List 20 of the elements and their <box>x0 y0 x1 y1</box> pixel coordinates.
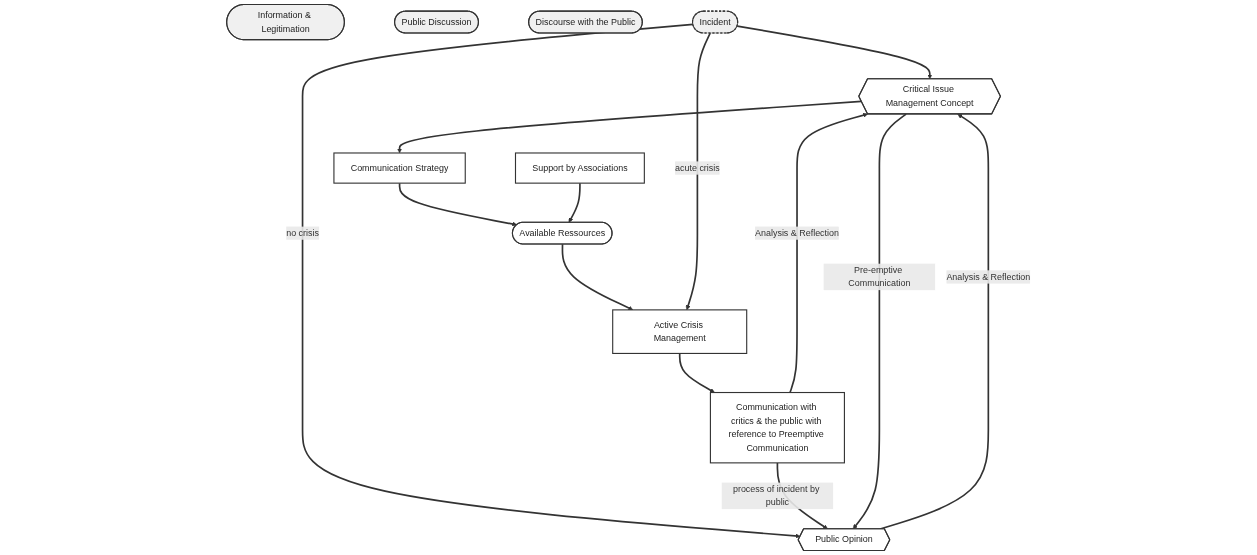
edge-label: Analysis & Reflection <box>946 271 1031 282</box>
arrow <box>736 25 933 80</box>
arrow <box>301 23 801 539</box>
edge-label: process of incident by public <box>732 484 820 507</box>
edge-label: Analysis & Reflection <box>755 228 839 238</box>
arrow <box>678 352 715 393</box>
arrow <box>398 182 518 227</box>
arrow <box>561 243 634 311</box>
node-box: Communication with critics & the public with reference to Preemptive Communication <box>709 391 845 464</box>
arrow <box>685 32 711 311</box>
edge-label: Pre-emptive Communication <box>848 265 911 289</box>
node-box: Communication Strategy <box>333 152 466 184</box>
edge-label: acute crisis <box>675 163 720 173</box>
arrow <box>397 100 863 154</box>
arrow <box>568 182 581 223</box>
node-box: Active Crisis Management <box>612 309 748 354</box>
arrow <box>852 113 907 530</box>
arrow <box>789 112 868 394</box>
node-box: Support by Associations <box>514 152 645 184</box>
edge-label: no crisis <box>286 228 319 238</box>
